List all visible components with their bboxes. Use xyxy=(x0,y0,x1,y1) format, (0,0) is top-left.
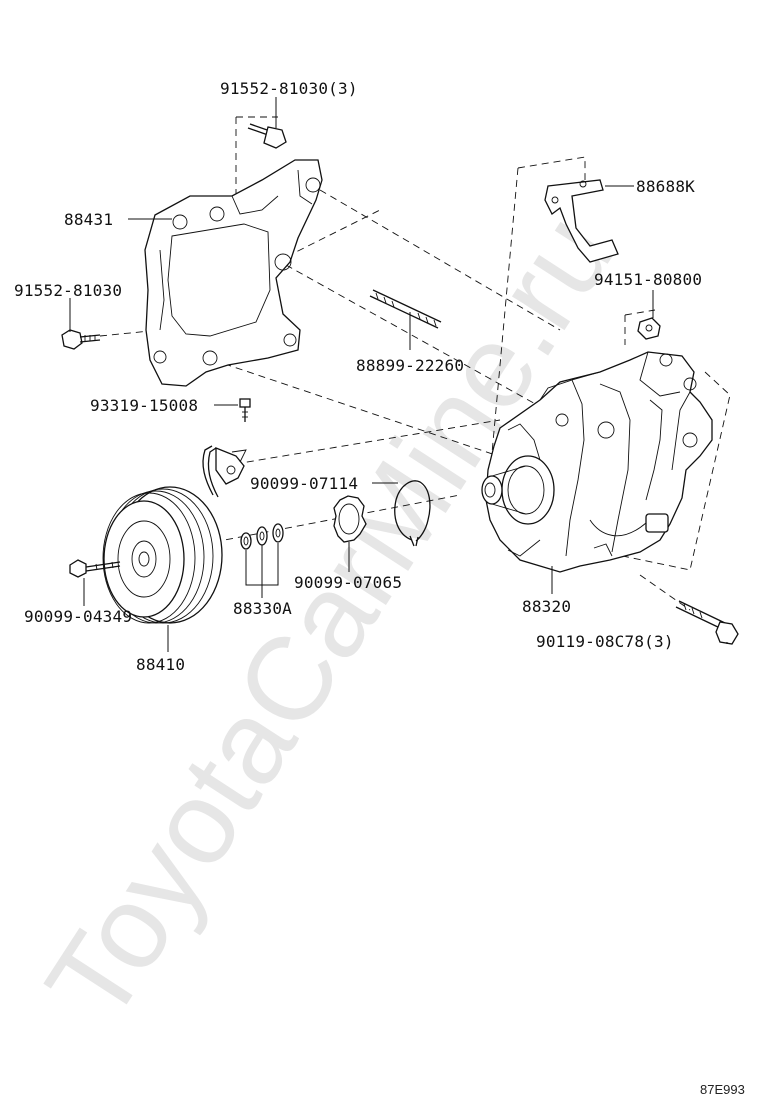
label-clutch: 88410 xyxy=(136,655,185,674)
figure-code: 87E993 xyxy=(700,1082,745,1097)
stay-bracket-icon xyxy=(544,179,619,263)
label-bolt-top: 91552-81030(3) xyxy=(220,79,358,98)
stud-bolt-icon xyxy=(369,289,442,329)
label-nut: 94151-80800 xyxy=(594,270,702,289)
compressor-bracket-icon xyxy=(144,159,323,387)
screw-icon xyxy=(239,398,251,422)
label-shim: 88330A xyxy=(233,599,292,618)
magnet-clutch-pulley-icon xyxy=(102,486,223,624)
clutch-wire-icon xyxy=(202,445,247,498)
label-compressor: 88320 xyxy=(522,597,571,616)
snap-ring-icon xyxy=(394,480,431,547)
retainer-ring-icon xyxy=(333,495,367,543)
label-stay: 88688K xyxy=(636,177,695,196)
nut-icon xyxy=(637,317,661,340)
label-mount-bolt: 90119-08C78(3) xyxy=(536,632,674,651)
label-stud: 88899-22260 xyxy=(356,356,464,375)
shim-washer-icon xyxy=(240,523,284,550)
label-bolt-left: 91552-81030 xyxy=(14,281,122,300)
bolt-top-icon xyxy=(247,123,287,149)
bolt-left-icon xyxy=(61,329,101,350)
mounting-bolt-icon xyxy=(675,600,739,645)
label-screw: 93319-15008 xyxy=(90,396,198,415)
label-bracket: 88431 xyxy=(64,210,113,229)
label-snap-ring: 90099-07114 xyxy=(250,474,358,493)
label-retainer: 90099-07065 xyxy=(294,573,402,592)
clutch-bolt-icon xyxy=(69,559,121,578)
compressor-assembly-icon xyxy=(481,351,713,573)
label-clutch-bolt: 90099-04349 xyxy=(24,607,132,626)
